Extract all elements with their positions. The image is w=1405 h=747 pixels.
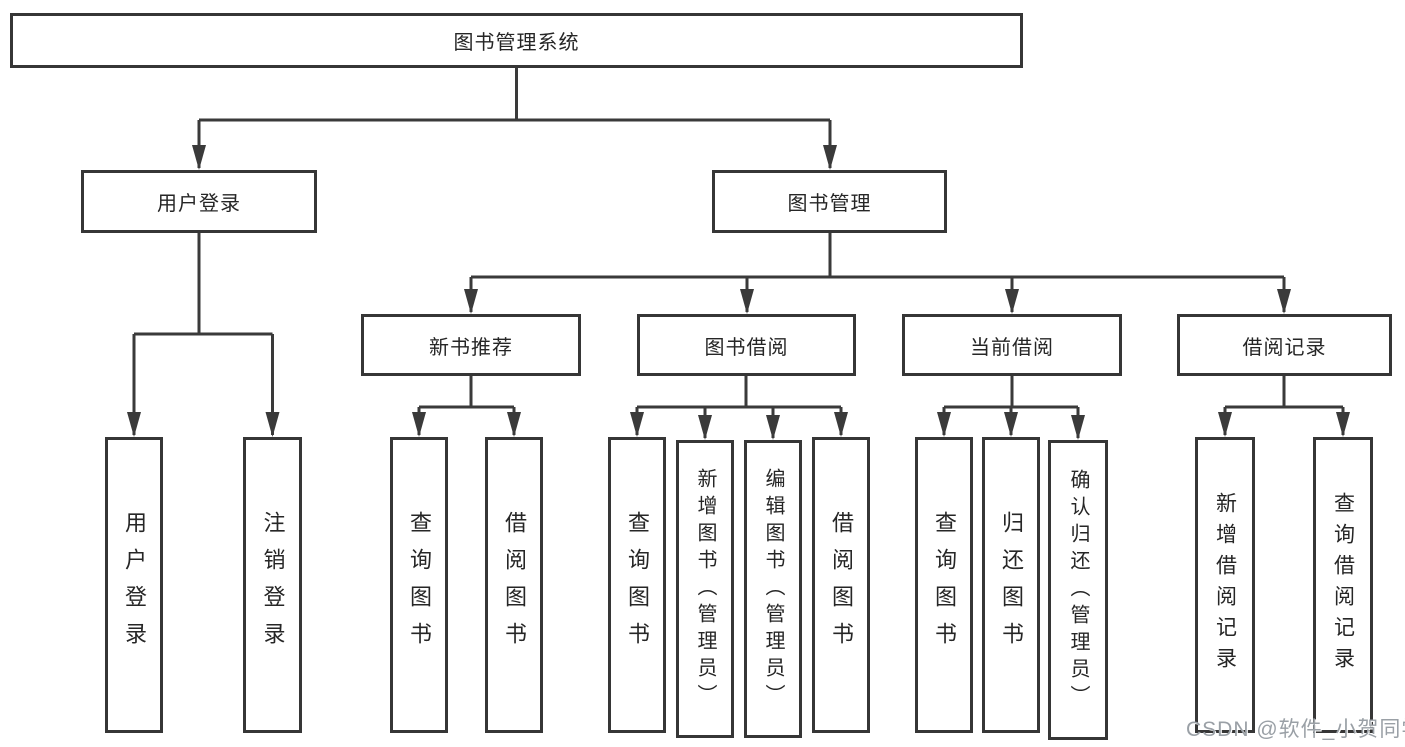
- leaf-label: 查询借阅记录: [1331, 492, 1355, 678]
- leaf-label: 用户登录: [122, 511, 147, 659]
- node-book-borrowing: 图书借阅: [637, 314, 856, 376]
- leaf-user-login: 用户登录: [105, 437, 163, 733]
- node-label: 图书管理系统: [453, 32, 580, 54]
- node-library-management-system: 图书管理系统: [10, 13, 1023, 68]
- leaf-label: 借阅图书: [502, 511, 527, 659]
- leaf-confirm-return-admin: 确认归还（管理员）: [1048, 440, 1108, 740]
- leaf-add-borrow-record: 新增借阅记录: [1195, 437, 1255, 733]
- node-label: 借阅记录: [1242, 336, 1327, 359]
- csdn-watermark: CSDN @软件_小贺同学: [1186, 718, 1405, 741]
- leaf-label: 查询图书: [625, 511, 650, 659]
- leaf-label: 查询图书: [407, 511, 432, 659]
- node-user-login: 用户登录: [81, 170, 317, 233]
- leaf-logout: 注销登录: [243, 437, 302, 733]
- leaf-query-books-borrowing: 查询图书: [608, 437, 666, 733]
- node-label: 新书推荐: [429, 336, 513, 359]
- node-new-book-recommend: 新书推荐: [361, 314, 581, 376]
- leaf-borrow-books-recommend: 借阅图书: [485, 437, 543, 733]
- leaf-label: 确认归还（管理员）: [1067, 468, 1089, 712]
- leaf-borrow-books-borrowing: 借阅图书: [812, 437, 870, 733]
- leaf-add-book-admin: 新增图书（管理员）: [676, 440, 734, 738]
- leaf-label: 新增借阅记录: [1213, 492, 1237, 678]
- node-label: 当前借阅: [970, 336, 1054, 359]
- node-label: 图书管理: [787, 193, 872, 215]
- node-current-borrowing: 当前借阅: [902, 314, 1122, 376]
- node-borrow-records: 借阅记录: [1177, 314, 1392, 376]
- leaf-label: 查询图书: [932, 511, 957, 659]
- leaf-label: 新增图书（管理员）: [694, 467, 716, 711]
- leaf-query-books-recommend: 查询图书: [390, 437, 448, 733]
- leaf-label: 归还图书: [999, 511, 1024, 659]
- leaf-query-books-current: 查询图书: [915, 437, 973, 733]
- leaf-query-borrow-record: 查询借阅记录: [1313, 437, 1373, 733]
- leaf-return-books: 归还图书: [982, 437, 1040, 733]
- leaf-label: 编辑图书（管理员）: [762, 467, 784, 711]
- leaf-label: 借阅图书: [829, 511, 854, 659]
- node-label: 图书借阅: [704, 336, 789, 359]
- leaf-label: 注销登录: [260, 511, 286, 659]
- leaf-edit-book-admin: 编辑图书（管理员）: [744, 440, 802, 738]
- node-book-management: 图书管理: [712, 170, 947, 233]
- node-label: 用户登录: [157, 193, 241, 215]
